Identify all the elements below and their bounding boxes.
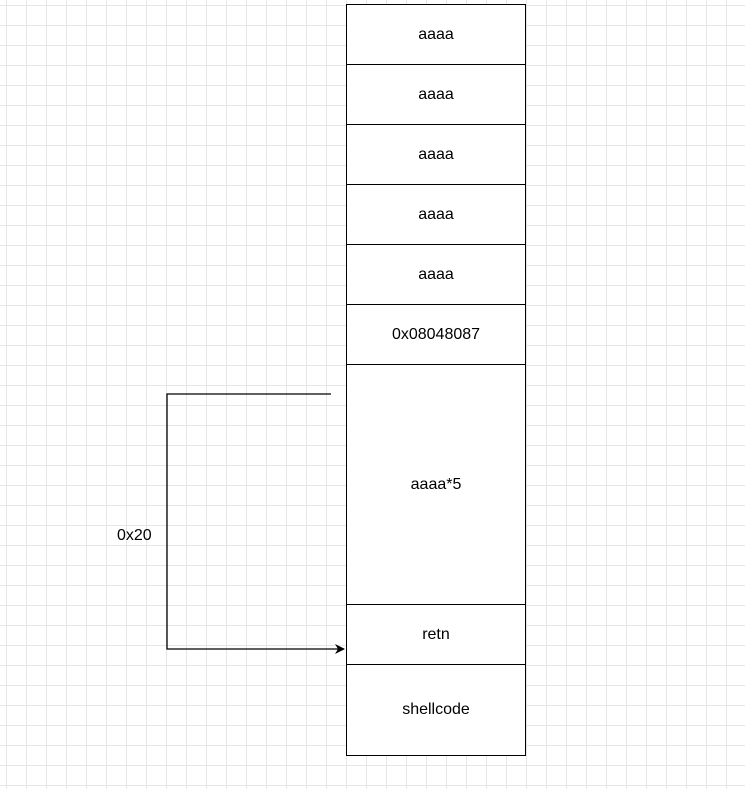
cell-label: retn [422, 625, 450, 643]
cell-label: aaaa [418, 145, 454, 163]
stack-cell-padding-block: aaaa*5 [347, 365, 525, 605]
cell-label: aaaa [418, 205, 454, 223]
stack-diagram: aaaa aaaa aaaa aaaa aaaa 0x08048087 aaaa… [346, 4, 526, 756]
stack-cell-padding: aaaa [347, 65, 525, 125]
stack-cell-return: retn [347, 605, 525, 665]
cell-label: shellcode [402, 701, 470, 718]
arrow-connector [166, 393, 345, 654]
cell-label: aaaa*5 [410, 475, 462, 493]
arrow-offset-label: 0x20 [117, 527, 152, 544]
stack-cell-address: 0x08048087 [347, 305, 525, 365]
stack-cell-padding: aaaa [347, 245, 525, 305]
cell-label: aaaa [418, 85, 454, 103]
cell-label: aaaa [418, 25, 454, 43]
stack-cell-padding: aaaa [347, 125, 525, 185]
stack-cell-padding: aaaa [347, 185, 525, 245]
cell-label: aaaa [418, 265, 454, 283]
stack-cell-shellcode: shellcode [347, 665, 525, 755]
stack-cell-padding: aaaa [347, 5, 525, 65]
cell-label: 0x08048087 [391, 325, 481, 343]
